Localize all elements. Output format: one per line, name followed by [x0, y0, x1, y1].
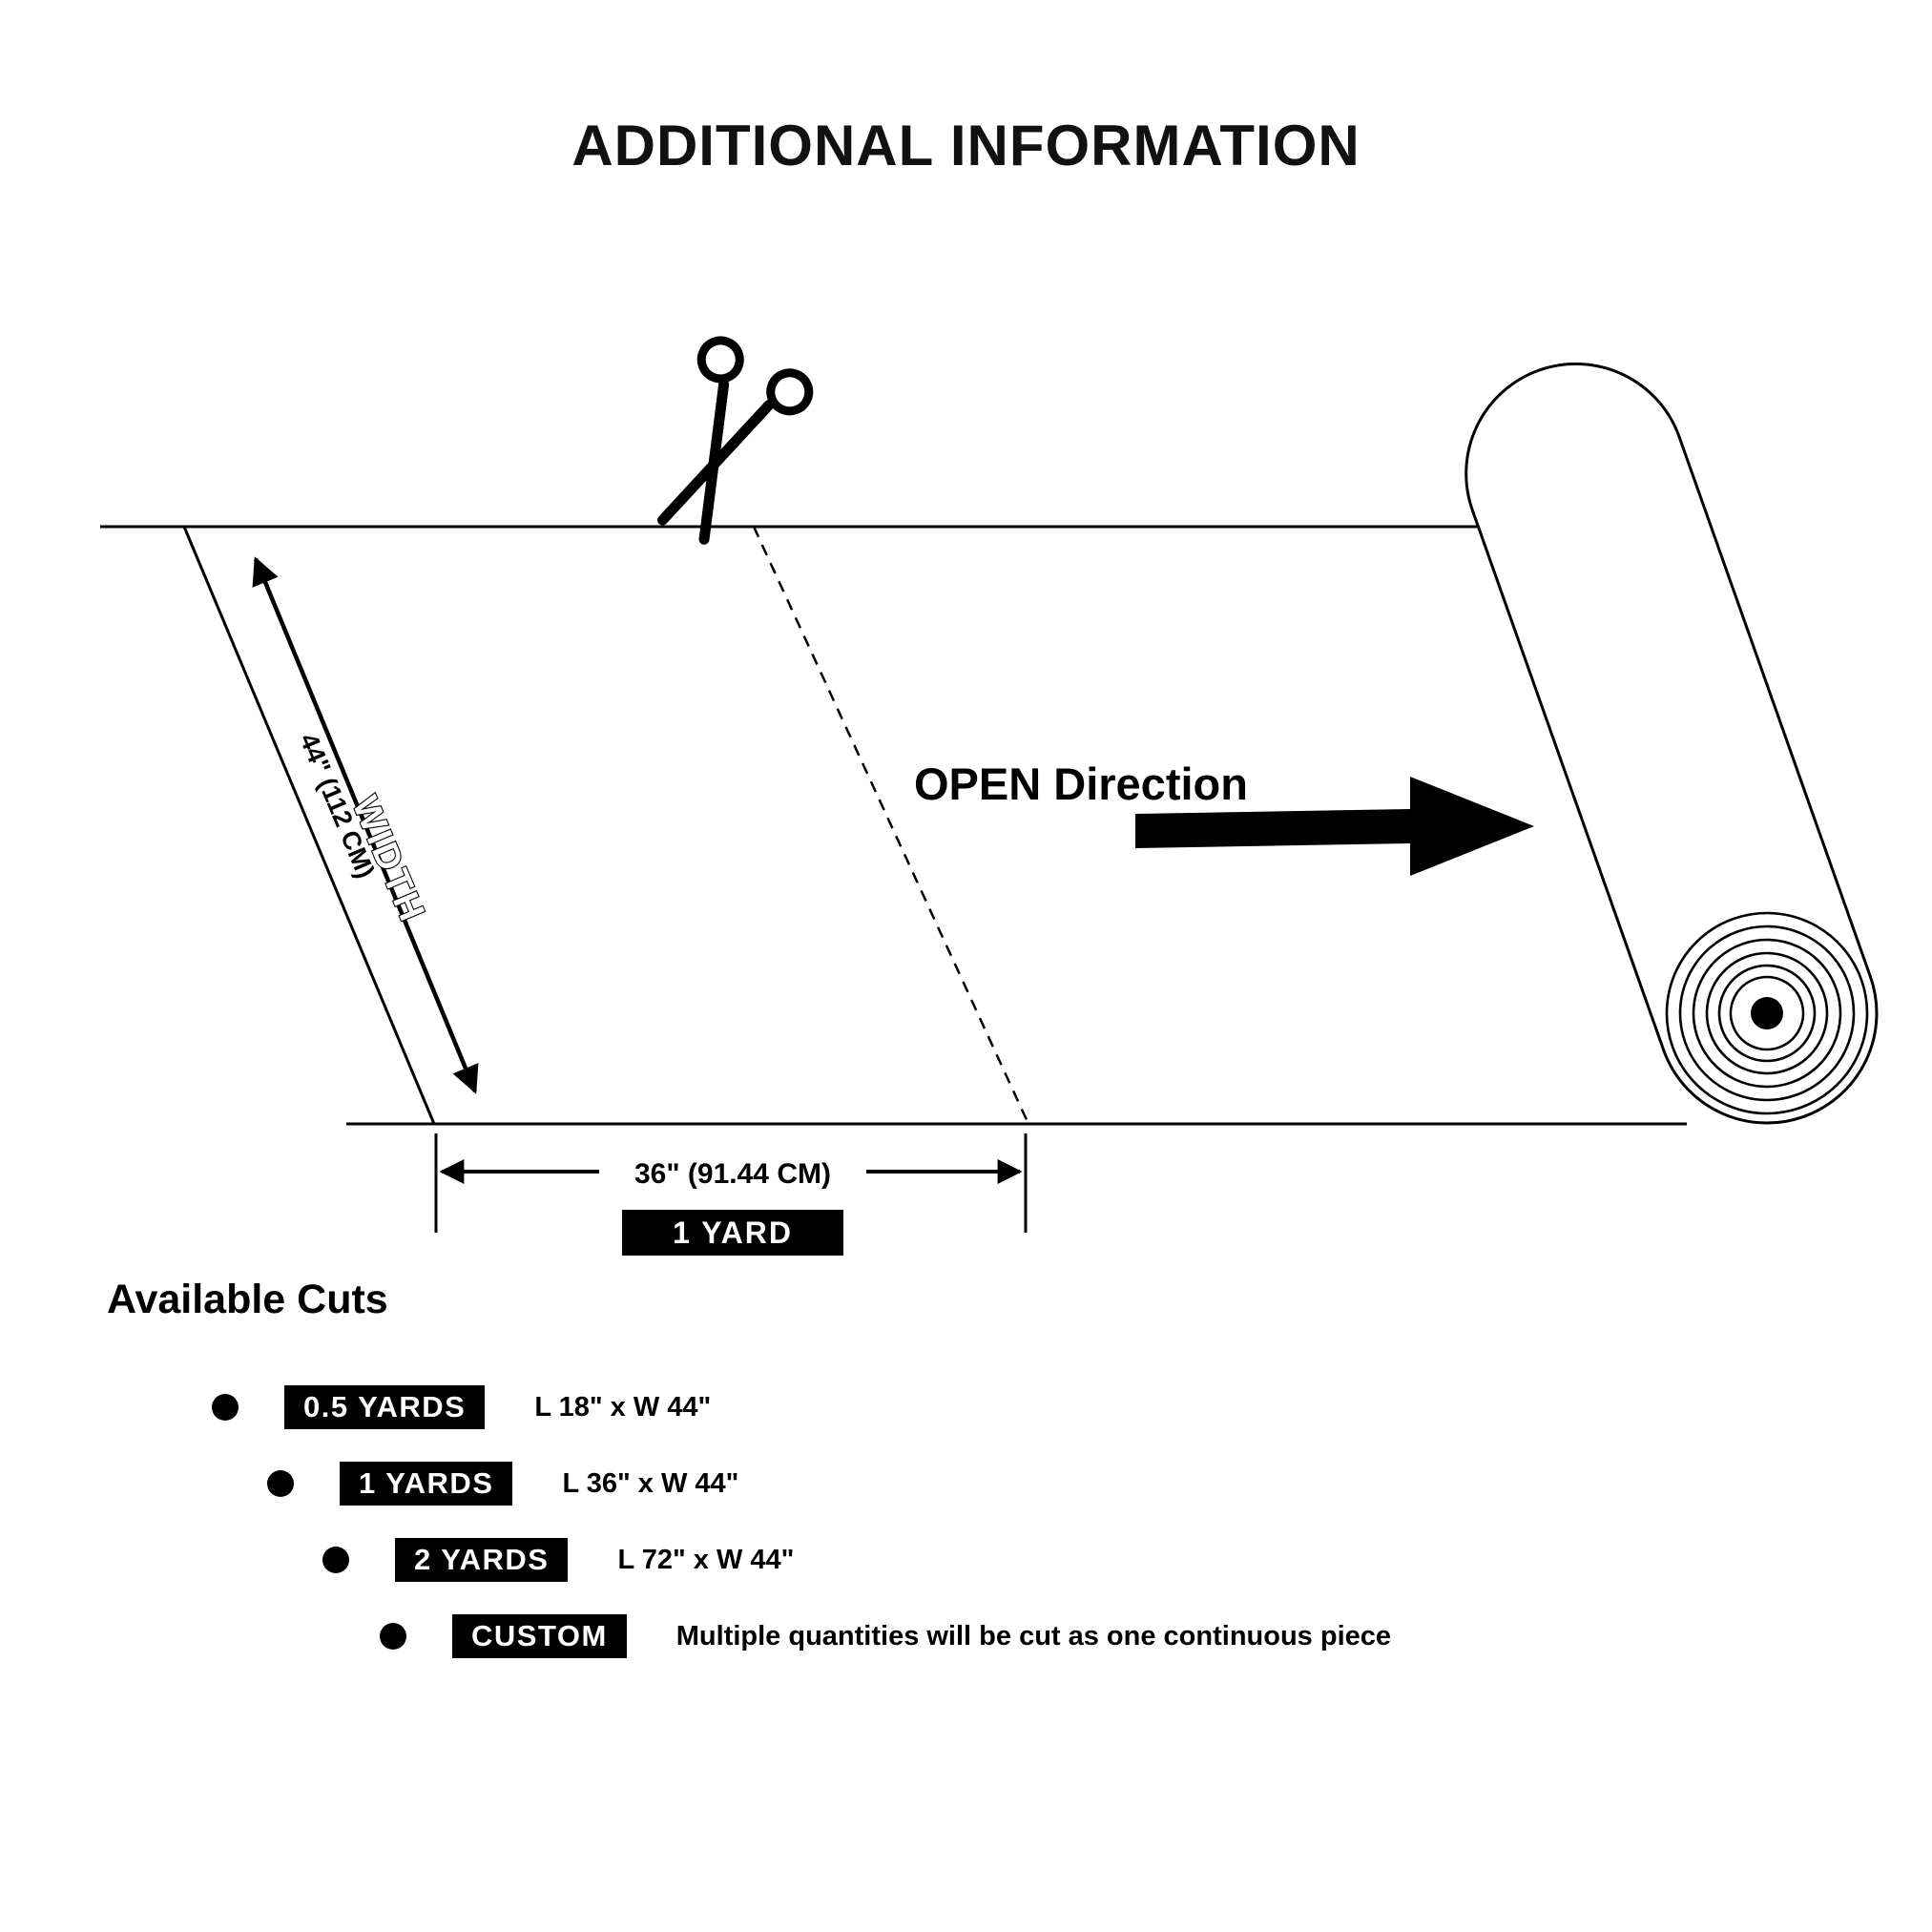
page-title: ADDITIONAL INFORMATION: [571, 114, 1361, 177]
cut-line: [752, 526, 1030, 1125]
yard-badge-label: 1 YARD: [673, 1215, 793, 1250]
scissors-icon: [657, 336, 814, 545]
roll-core-dot: [1751, 997, 1783, 1029]
cut-badge: 2 YARDS: [395, 1538, 569, 1582]
cut-badge: 0.5 YARDS: [284, 1385, 486, 1429]
cut-badge: CUSTOM: [452, 1614, 627, 1658]
open-direction-label: OPEN Direction: [914, 758, 1248, 809]
fabric-left-edge: [182, 526, 436, 1125]
bullet-dot: [380, 1623, 406, 1650]
yard-dimension-label: 36" (91.44 CM): [634, 1158, 831, 1190]
cut-dimensions: L 36" x W 44": [562, 1467, 739, 1499]
cut-row-two-yards: 2 YARDS L 72" x W 44": [322, 1538, 794, 1582]
open-direction-arrow: [1135, 777, 1534, 876]
cut-row-half-yard: 0.5 YARDS L 18" x W 44": [212, 1385, 711, 1429]
bullet-dot: [212, 1394, 239, 1421]
cut-row-custom: CUSTOM Multiple quantities will be cut a…: [380, 1614, 1391, 1658]
bullet-dot: [267, 1470, 294, 1497]
width-dimension-arrow: [252, 556, 479, 1094]
yard-badge-bg: [622, 1210, 843, 1256]
bullet-dot: [322, 1547, 349, 1573]
cut-dimensions: L 72" x W 44": [617, 1544, 795, 1575]
cut-note: Multiple quantities will be cut as one c…: [675, 1620, 1392, 1652]
cut-dimensions: L 18" x W 44": [534, 1391, 712, 1423]
available-cuts-heading: Available Cuts: [107, 1277, 388, 1322]
cut-row-one-yard: 1 YARDS L 36" x W 44": [267, 1462, 738, 1506]
fabric-roll: [1465, 362, 1879, 1125]
cut-badge: 1 YARDS: [340, 1462, 513, 1506]
